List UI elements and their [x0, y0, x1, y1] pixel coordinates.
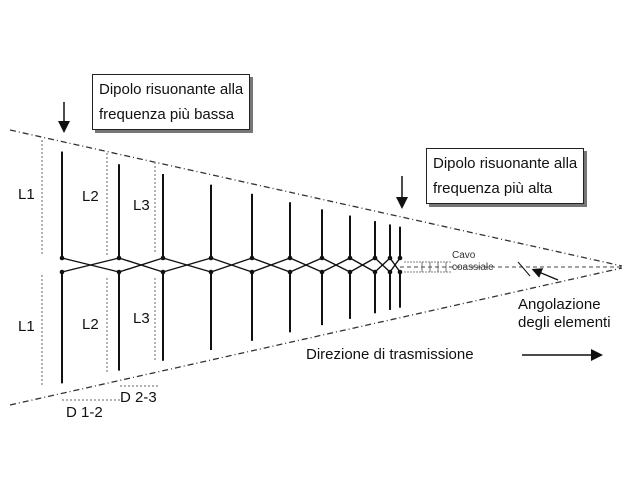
label-D23: D 2-3 — [120, 389, 157, 406]
label-L1-top: L1 — [18, 186, 35, 203]
envelope-bottom-line — [9, 267, 623, 406]
callout-low-line1: Dipolo risuonante alla — [99, 81, 244, 98]
label-angle-line1: Angolazione — [518, 296, 601, 313]
label-angle-line2: degli elementi — [518, 314, 611, 331]
label-L1-bottom: L1 — [18, 318, 35, 335]
label-cable-line1: Cavo — [452, 250, 476, 261]
callout-highest-frequency: Dipolo risuonante alla frequenza più alt… — [426, 148, 585, 204]
feeder-cross-b-4 — [210, 257, 253, 273]
callout-lowest-frequency: Dipolo risuonante alla frequenza più bas… — [92, 74, 251, 130]
feeder-cross-b-1 — [61, 257, 120, 273]
feeder-cross-b-10 — [389, 257, 401, 273]
dimension-lines — [41, 140, 160, 401]
angle-arc — [517, 261, 531, 277]
label-L3-bottom: L3 — [133, 310, 150, 327]
dipole-elements — [59, 151, 403, 384]
feeder-cross-b-9 — [374, 257, 391, 273]
feeder-cross-b-7 — [321, 257, 351, 273]
feeder-cross-b-5 — [251, 257, 291, 273]
feeder-lines — [61, 257, 401, 273]
label-angle: Angolazione degli elementi — [518, 296, 611, 332]
callout-low-line2: frequenza più bassa — [99, 106, 235, 123]
feeder-cross-b-3 — [162, 257, 212, 273]
label-L3-top: L3 — [133, 197, 150, 214]
label-cable-line2: coassiale — [452, 262, 494, 273]
feeder-cross-b-8 — [349, 257, 376, 273]
label-D12: D 1-2 — [66, 404, 103, 421]
label-cable: Cavo coassiale — [452, 250, 494, 274]
label-L2-bottom: L2 — [82, 316, 99, 333]
envelope-top-line — [9, 129, 623, 267]
coax-cable — [404, 261, 452, 273]
feeder-cross-b-2 — [118, 257, 164, 273]
label-direction: Direzione di trasmissione — [306, 346, 474, 363]
callout-high-line2: frequenza più alta — [433, 180, 553, 197]
angle-pointer — [531, 268, 559, 281]
label-L2-top: L2 — [82, 188, 99, 205]
callout-high-line1: Dipolo risuonante alla — [433, 155, 578, 172]
feeder-cross-b-6 — [289, 257, 323, 273]
